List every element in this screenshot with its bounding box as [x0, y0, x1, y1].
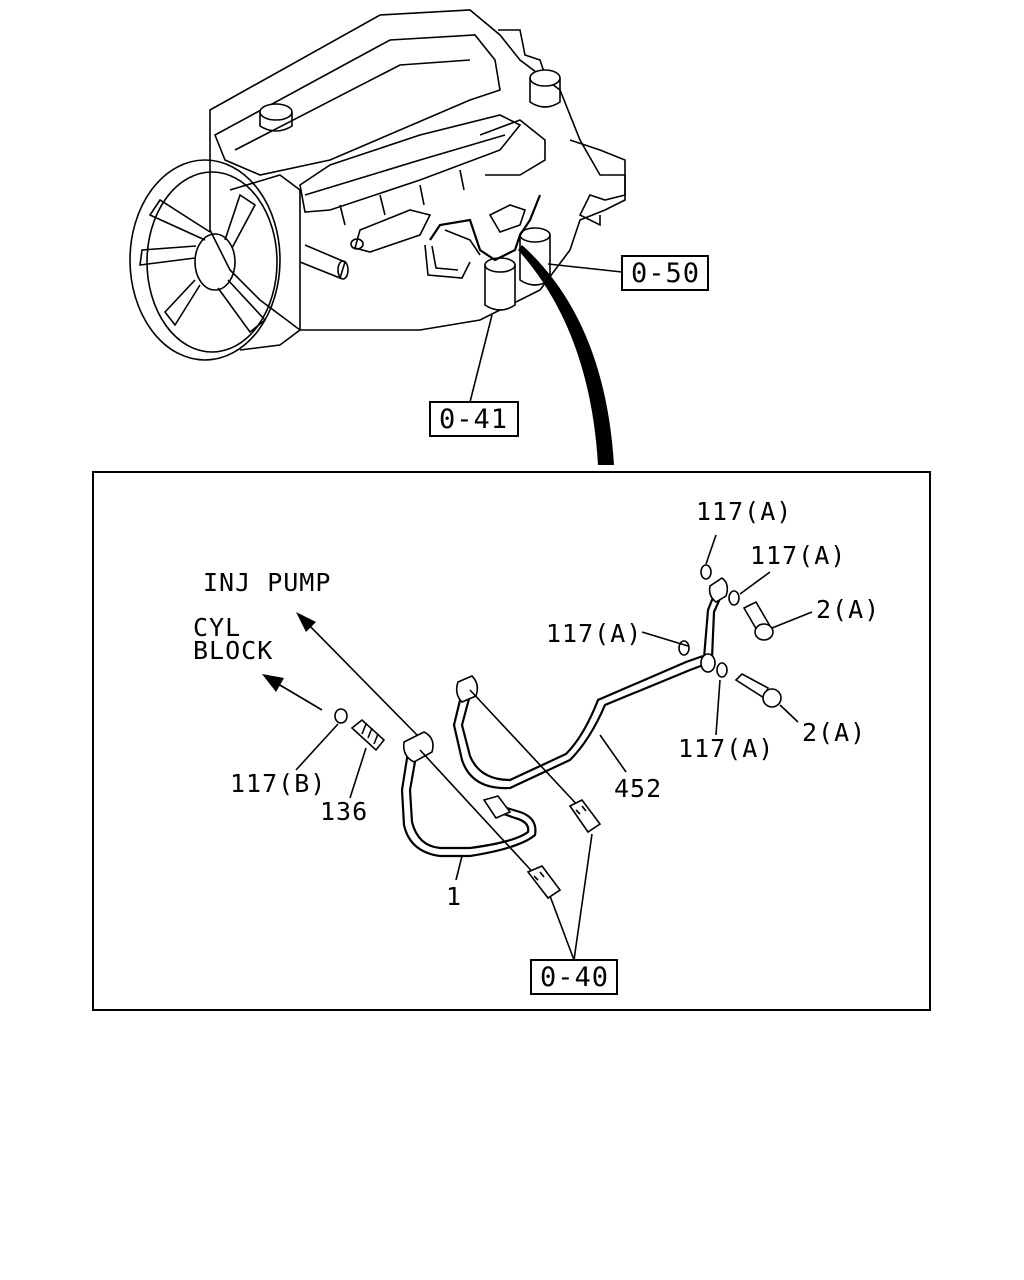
- cyl-block-label-line2: BLOCK: [193, 636, 273, 665]
- washer-117a-second: [728, 590, 740, 606]
- leader-0-50: [547, 263, 623, 273]
- ref-0-50-label: 0-50: [631, 258, 700, 289]
- part-2a-top-label: 2(A): [816, 595, 880, 624]
- leader-0-41: [469, 314, 493, 403]
- part-1-label: 1: [446, 882, 462, 911]
- part-117a-top-label: 117(A): [696, 497, 792, 526]
- inj-pump-arrow: [296, 612, 421, 739]
- ref-box-0-41[interactable]: 0-41: [429, 401, 519, 437]
- centre-line-1: [419, 749, 541, 881]
- engine-illustration: [129, 9, 626, 361]
- washer-117b: [334, 708, 348, 724]
- part-117a-second-label: 117(A): [750, 541, 846, 570]
- fitting-upper: [568, 798, 602, 834]
- inj-pump-label: INJ PUMP: [203, 568, 331, 597]
- cyl-block-label-line1: CYL: [193, 613, 241, 642]
- washer-117a-bottom: [716, 662, 728, 678]
- part-2a-bottom-label: 2(A): [802, 718, 866, 747]
- part-117a-left-label: 117(A): [546, 619, 642, 648]
- detail-frame: [92, 471, 931, 1011]
- part-452-label: 452: [614, 774, 662, 803]
- ref-box-0-50[interactable]: 0-50: [621, 255, 709, 291]
- ref-0-40-label: 0-40: [540, 962, 609, 993]
- fuel-pipe-452: [452, 577, 729, 790]
- fuel-pipe-1: [400, 731, 537, 858]
- centre-line-2: [469, 689, 583, 811]
- part-136-label: 136: [320, 797, 368, 826]
- fitting-lower: [526, 865, 562, 900]
- leaders: [295, 534, 813, 961]
- callout-arrow: [518, 245, 614, 465]
- bolt-2a-top: [742, 600, 774, 641]
- fitting-136: [350, 718, 386, 752]
- part-117a-bottom-label: 117(A): [678, 734, 774, 763]
- ref-0-41-label: 0-41: [439, 404, 508, 435]
- cyl-block-arrow: [262, 674, 323, 711]
- ref-box-0-40[interactable]: 0-40: [530, 959, 618, 995]
- bolt-2a-bottom: [734, 673, 782, 708]
- part-117b-label: 117(B): [230, 769, 326, 798]
- washer-117a-top: [700, 564, 712, 580]
